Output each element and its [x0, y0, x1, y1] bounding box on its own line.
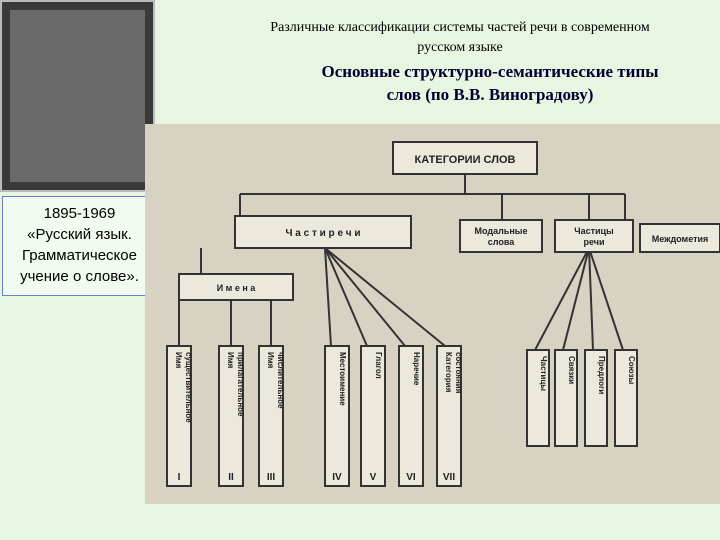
particle-col-label: Предлоги [597, 356, 606, 394]
col-number: I [178, 472, 181, 483]
col-number: VI [406, 472, 416, 483]
caption-line: учение о слове». [20, 268, 139, 285]
portrait-caption: 1895-1969 «Русский язык. Грамматическое … [2, 196, 157, 296]
col-number: VII [443, 472, 455, 483]
caption-line: 1895-1969 [43, 205, 116, 222]
particle-col-label: Связки [567, 356, 576, 384]
slide-subtitle: Основные структурно-семантические типы с… [260, 60, 720, 106]
root-box-label: КАТЕГОРИИ СЛОВ [415, 154, 516, 166]
particle-col-label: Частицы [539, 356, 548, 391]
portrait-photo [0, 0, 155, 192]
col-label: Глагол [374, 352, 383, 379]
col-number: IV [332, 472, 342, 483]
col-label: Имя [226, 352, 235, 369]
col-label: Имя [266, 352, 275, 369]
diagram-scan: КАТЕГОРИИ СЛОВ Ч а с т и р е ч и Модальн… [145, 124, 720, 504]
particles-box-label-1: Частицы [574, 226, 614, 236]
col-label: Категория [444, 352, 453, 393]
col-label: Наречие [412, 352, 421, 386]
title-line-2: русском языке [417, 40, 503, 55]
slide-title: Различные классификации системы частей р… [200, 18, 720, 58]
parts-box-label: Ч а с т и р е ч и [285, 228, 360, 239]
caption-line: «Русский язык. [27, 226, 132, 243]
col-number: V [370, 472, 377, 483]
caption-line: Грамматическое [22, 247, 137, 264]
col-number: II [228, 472, 234, 483]
col-label: числительное [276, 352, 285, 409]
subtitle-line-1: Основные структурно-семантические типы [321, 62, 659, 81]
particle-col-label: Союзы [627, 356, 636, 384]
portrait-image-area [10, 10, 145, 182]
names-box-label: И м е н а [217, 283, 257, 293]
col-label: Местоимение [338, 352, 347, 406]
classification-diagram: КАТЕГОРИИ СЛОВ Ч а с т и р е ч и Модальн… [166, 141, 720, 487]
col-label: прилагательное [236, 352, 245, 417]
subtitle-line-2: слов (по В.В. Виноградову) [386, 85, 594, 104]
col-number: III [267, 472, 276, 483]
title-line-1: Различные классификации системы частей р… [270, 20, 650, 35]
col-label: состояния [454, 352, 463, 394]
col-label: Имя [174, 352, 183, 369]
modal-box-label-1: Модальные [475, 226, 528, 236]
col-label: существительное [184, 352, 193, 423]
interjections-box-label: Междометия [652, 234, 709, 244]
modal-box-label-2: слова [488, 237, 516, 247]
particles-box-label-2: речи [583, 237, 604, 247]
